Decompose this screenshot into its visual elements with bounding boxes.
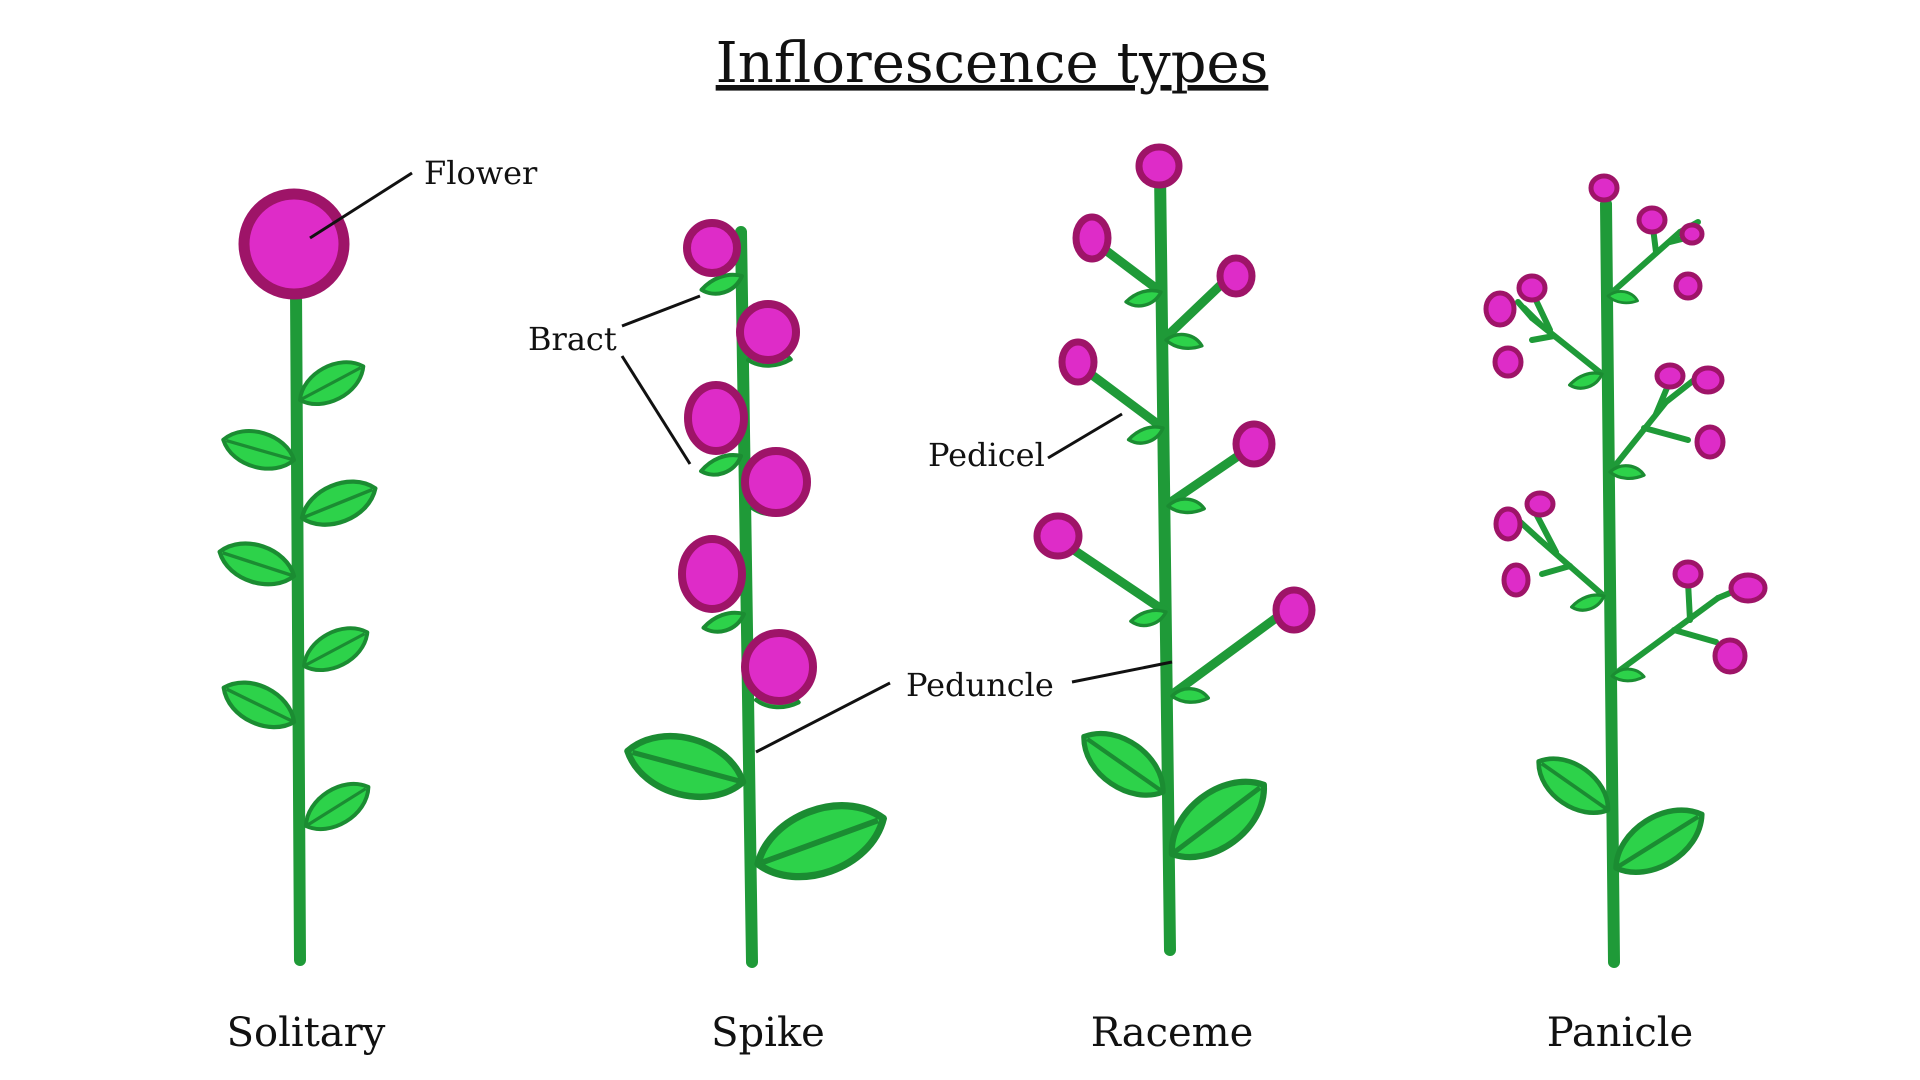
callout-flower: Flower	[424, 154, 538, 192]
flower-leader	[309, 171, 413, 240]
label-raceme: Raceme	[1091, 1010, 1254, 1056]
callout-peduncle: Peduncle	[906, 666, 1054, 704]
solitary-flower	[238, 188, 350, 300]
bract-leader-lower	[620, 355, 692, 465]
diagram-title: Inflorescence types	[716, 31, 1269, 96]
raceme-plant	[1033, 143, 1316, 956]
label-solitary: Solitary	[227, 1010, 386, 1056]
spike-plant	[620, 219, 894, 968]
bract-leader-upper	[621, 294, 701, 328]
callout-pedicel: Pedicel	[928, 436, 1045, 474]
pedicel-leader	[1047, 412, 1123, 460]
peduncle-leader-raceme	[1071, 660, 1173, 684]
panicle-plant	[1483, 173, 1768, 968]
solitary-plant	[214, 188, 382, 966]
peduncle-leader-spike	[755, 681, 891, 754]
callout-bract: Bract	[528, 320, 617, 358]
label-panicle: Panicle	[1547, 1010, 1693, 1056]
label-spike: Spike	[711, 1010, 825, 1056]
leader-lines	[309, 171, 1173, 754]
